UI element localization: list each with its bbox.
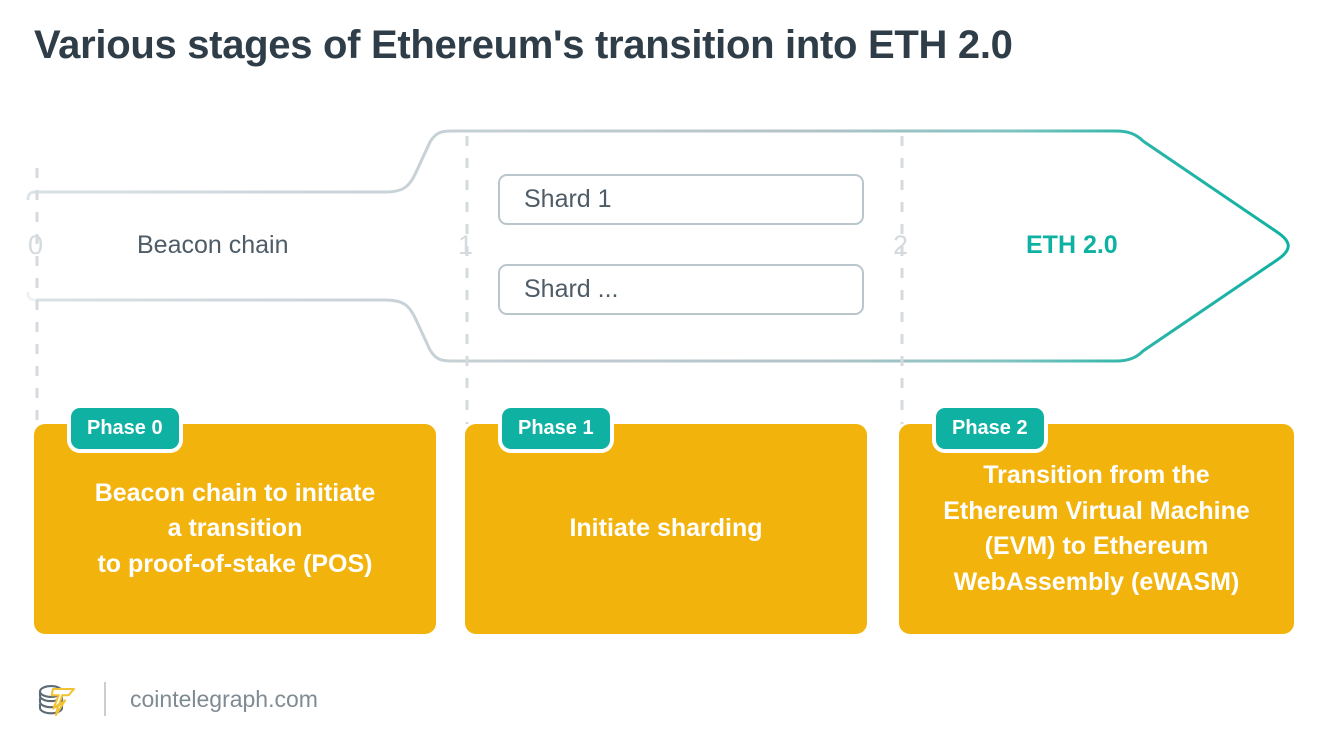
phase-badge-0[interactable]: Phase 0 [71, 408, 179, 449]
footer-site-label: cointelegraph.com [130, 685, 318, 712]
page-title: Various stages of Ethereum's transition … [34, 23, 1013, 67]
phase-card-1-text: Initiate sharding [569, 511, 762, 547]
phase-card-0-line-1: a transition [167, 514, 303, 543]
shard-box-1[interactable]: Shard 1 [498, 174, 864, 225]
phase-card-2-text: Transition from the Ethereum Virtual Mac… [943, 458, 1250, 600]
phase-card-2[interactable]: Transition from the Ethereum Virtual Mac… [899, 424, 1294, 634]
stage-label-eth2: ETH 2.0 [1026, 231, 1118, 259]
arrow-left-bottom-cap [26, 291, 37, 302]
arrow-left-top-cap [26, 190, 37, 201]
phase-card-2-line-3: WebAssembly (eWASM) [953, 567, 1240, 596]
shard-box-2-label: Shard ... [524, 275, 619, 303]
phase-card-2-line-0: Transition from the [983, 461, 1210, 489]
shard-box-2[interactable]: Shard ... [498, 264, 864, 315]
phase-card-0[interactable]: Beacon chain to initiate a transition to… [34, 424, 436, 634]
cointelegraph-logo-icon [38, 685, 75, 716]
phase-card-2-line-2: (EVM) to Ethereum [984, 532, 1209, 560]
stage-number-2: 2 [893, 230, 909, 260]
shard-box-1-label: Shard 1 [524, 185, 612, 213]
phase-badge-1[interactable]: Phase 1 [502, 408, 610, 449]
phase-card-0-line-0: Beacon chain to initiate [94, 478, 376, 507]
stage-number-0: 0 [28, 230, 44, 260]
phase-card-2-line-1: Ethereum Virtual Machine [943, 496, 1250, 525]
phase-badge-2[interactable]: Phase 2 [936, 408, 1044, 449]
stage-number-1: 1 [458, 230, 474, 260]
footer-divider [104, 682, 106, 716]
footer: cointelegraph.com [34, 676, 318, 722]
stage-label-beacon-chain: Beacon chain [137, 231, 289, 259]
phase-card-0-line-2: to proof-of-stake (POS) [97, 549, 373, 578]
phase-card-1[interactable]: Initiate sharding [465, 424, 867, 634]
phase-card-1-line-0: Initiate sharding [569, 514, 763, 543]
phase-card-0-text: Beacon chain to initiate a transition to… [95, 476, 376, 583]
